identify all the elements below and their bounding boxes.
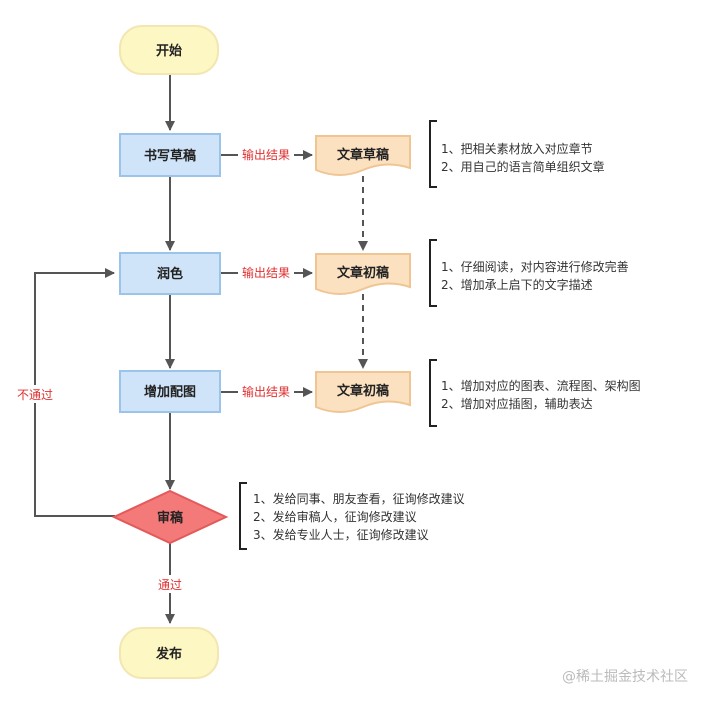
note-bracket-illustrate (429, 359, 437, 427)
note-bracket-polish (429, 239, 437, 307)
doc2-node-label: 文章初稿 (337, 265, 389, 281)
review-node-label: 审稿 (157, 510, 183, 526)
edge-label-reject: 不通过 (17, 388, 53, 402)
edge-label-output-1: 输出结果 (242, 147, 290, 162)
note-review-line-2: 2、发给审稿人，征询修改建议 (253, 509, 417, 524)
edge-label-output-2: 输出结果 (242, 265, 290, 280)
note-draft-line-2: 2、用自己的语言简单组织文章 (441, 159, 605, 174)
edge-label-output-3: 输出结果 (242, 384, 290, 399)
doc1-node (315, 135, 411, 176)
note-draft-line-1: 1、把相关素材放入对应章节 (441, 141, 593, 156)
note-illustrate-line-2: 2、增加对应插图，辅助表达 (441, 396, 593, 411)
note-bracket-review (239, 482, 247, 550)
polish-node (119, 252, 221, 295)
publish-node-label: 发布 (155, 646, 182, 662)
illustrate-node-label: 增加配图 (144, 384, 196, 400)
illustrate-node (119, 370, 221, 413)
note-polish-line-1: 1、仔细阅读，对内容进行修改完善 (441, 259, 629, 274)
watermark: @稀土掘金技术社区 (562, 669, 688, 685)
note-illustrate-line-1: 1、增加对应的图表、流程图、架构图 (441, 378, 641, 393)
edge-label-pass: 通过 (158, 578, 182, 592)
note-polish-line-2: 2、增加承上启下的文字描述 (441, 277, 593, 292)
polish-node-label: 润色 (157, 266, 183, 282)
draft-node (119, 133, 221, 177)
doc2-node (315, 253, 411, 295)
doc1-node-label: 文章草稿 (337, 147, 389, 163)
note-bracket-draft (429, 120, 437, 188)
draft-node-label: 书写草稿 (144, 148, 196, 164)
publish-node (119, 627, 219, 679)
doc3-node (315, 371, 411, 413)
note-review-line-3: 3、发给专业人士，征询修改建议 (253, 527, 429, 542)
doc3-node-label: 文章初稿 (337, 383, 389, 399)
note-review-line-1: 1、发给同事、朋友查看，征询修改建议 (253, 491, 465, 506)
start-node-label: 开始 (156, 43, 182, 59)
start-node (119, 25, 219, 75)
review-node (111, 489, 229, 545)
